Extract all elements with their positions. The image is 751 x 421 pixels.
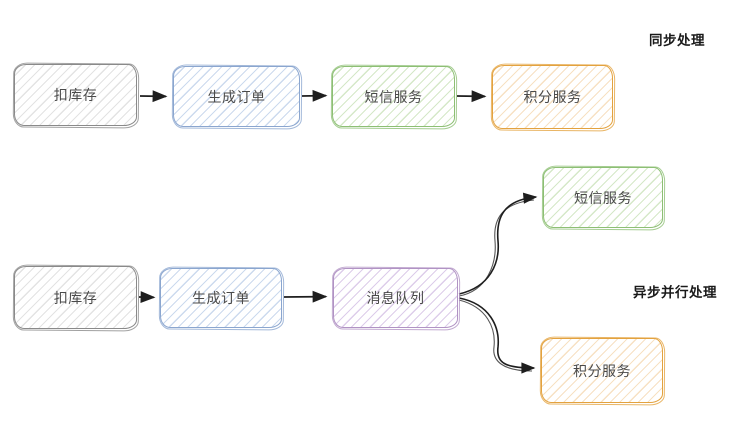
node-async-sms-service: 短信服务 [543,167,663,228]
node-async-points-service-label: 积分服务 [573,362,631,379]
arrow-queue-to-sms-sketch-echo [458,199,535,297]
node-async-create-order-label: 生成订单 [192,290,250,306]
arrow-queue-to-points-sketch-echo [458,299,533,372]
node-sync-create-order-label: 生成订单 [207,88,266,105]
node-sync-create-order: 生成订单 [173,66,300,127]
node-async-deduct-stock: 扣库存 [14,266,137,329]
node-async-points-service: 积分服务 [541,338,663,403]
node-async-message-queue: 消息队列 [333,268,458,328]
node-async-sms-service-label: 短信服务 [574,189,632,206]
node-sync-points-service-label: 积分服务 [523,89,582,105]
node-async-deduct-stock-label: 扣库存 [53,289,98,306]
node-sync-deduct-stock-label: 扣库存 [53,87,98,103]
node-sync-sms-service-label: 短信服务 [364,88,423,105]
arrow-queue-to-sms [458,192,538,295]
async-flow-title: 异步并行处理 [633,285,717,300]
node-sync-sms-service: 短信服务 [332,66,455,127]
node-sync-points-service: 积分服务 [492,65,613,129]
node-async-create-order: 生成订单 [160,268,282,328]
sync-flow-title: 同步处理 [649,33,705,48]
node-sync-deduct-stock: 扣库存 [14,64,137,126]
arrow-queue-to-points [458,297,536,374]
node-async-message-queue-label: 消息队列 [366,290,425,306]
